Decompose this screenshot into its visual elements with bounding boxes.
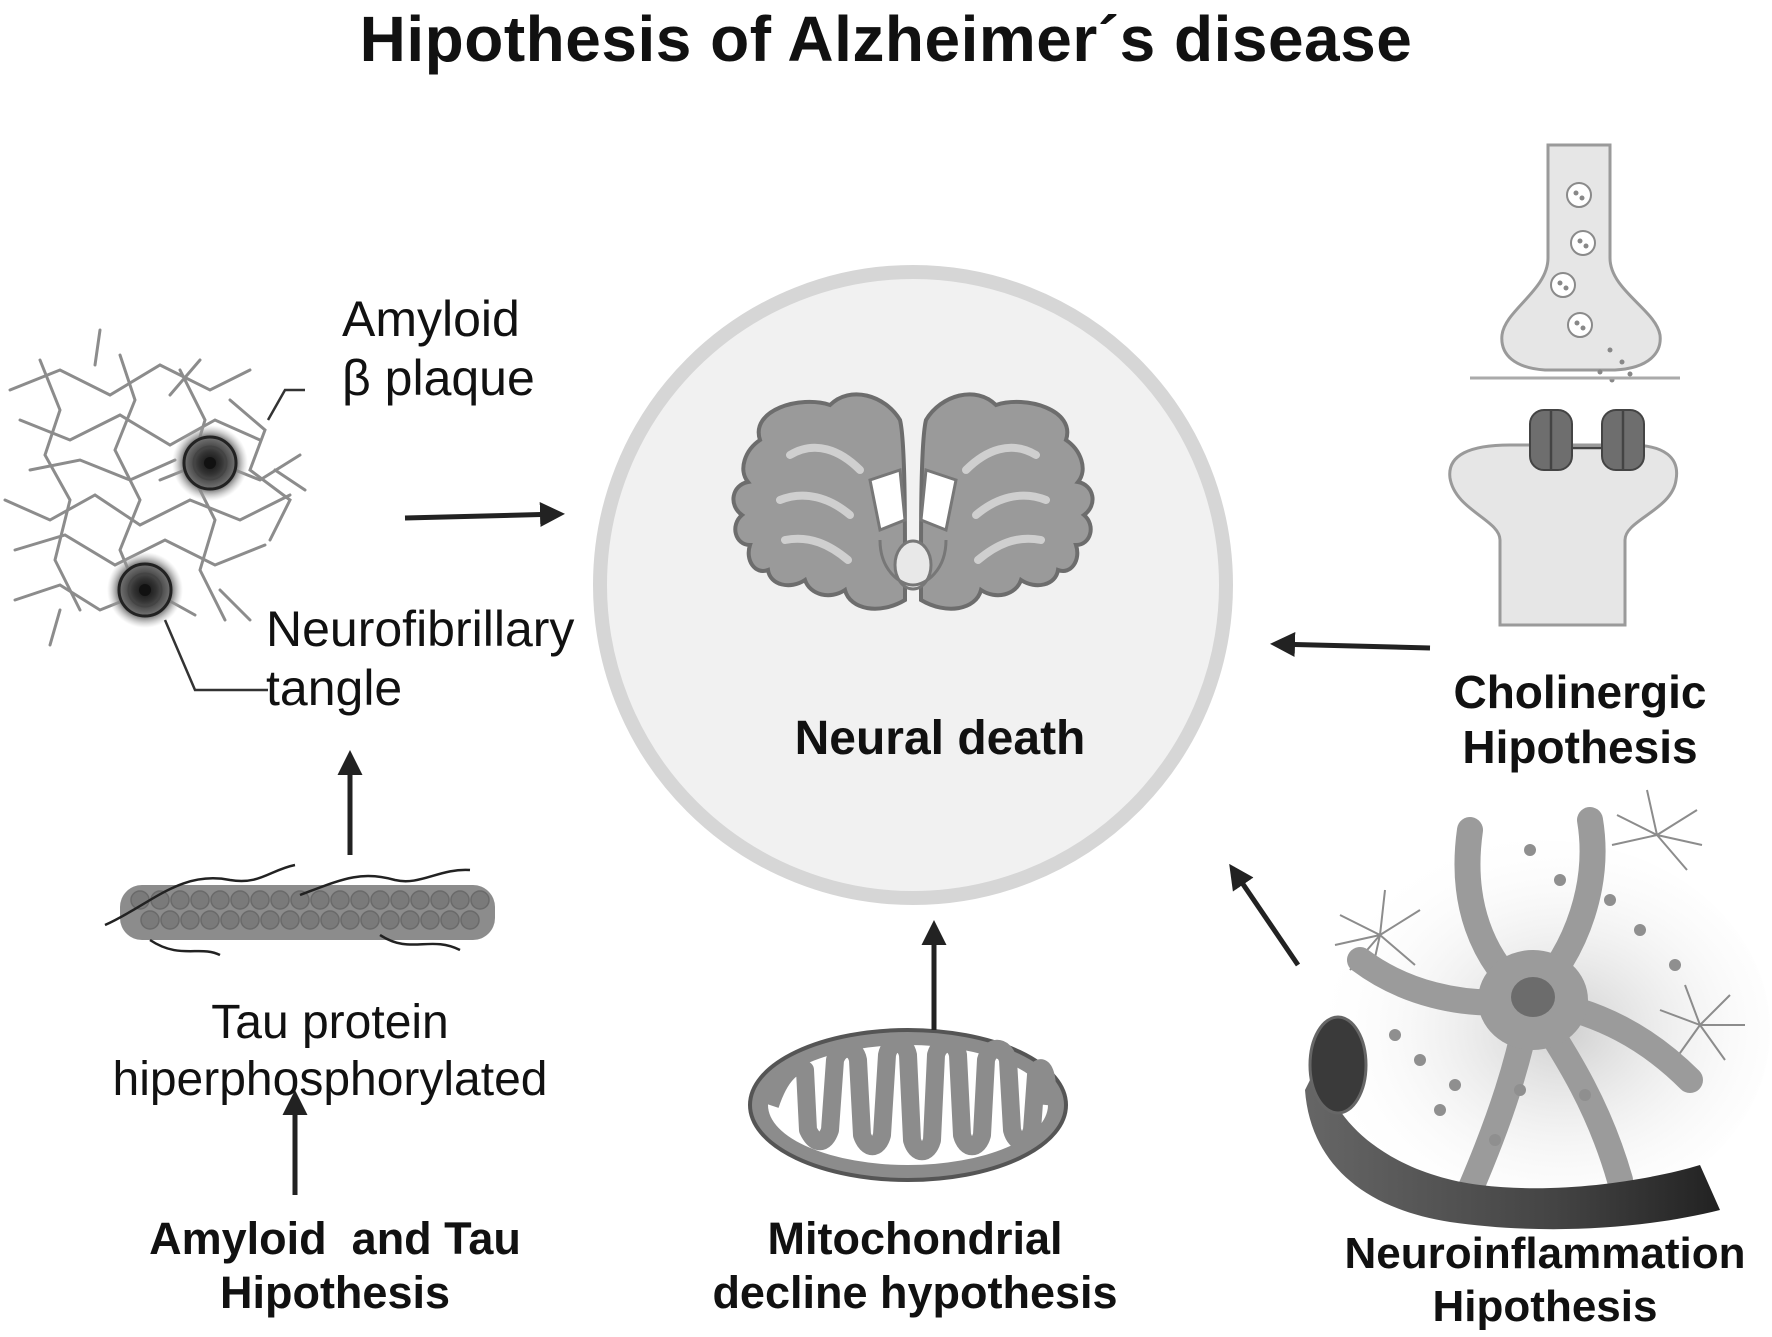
amyloid-plaque-label-line1: Amyloid: [342, 291, 520, 347]
neural-death-label: Neural death: [794, 712, 1086, 765]
tangle-label-line1: Neurofibrillary: [266, 601, 575, 657]
neuroinflammation-hypothesis-line2: Hipothesis: [1432, 1281, 1658, 1331]
neuroinflammation-hypothesis-line1: Neuroinflammation: [1344, 1229, 1746, 1278]
tau-label-line1: Tau protein: [211, 996, 449, 1049]
amyloid-tau-hypothesis-label: Amyloid and Tau Hipothesis: [100, 1212, 570, 1320]
amyloid-tau-hypothesis-line2: Hipothesis: [219, 1267, 451, 1318]
mitochondrion-icon: [748, 1028, 1068, 1182]
tau-filament-icon: [104, 863, 495, 957]
tau-label-line2: hiperphosphorylated: [112, 1052, 548, 1106]
tau-protein-label: Tau protein hiperphosphorylated: [60, 995, 600, 1108]
cholinergic-synapse-icon: [1448, 143, 1680, 627]
cholinergic-hypothesis-line1: Cholinergic: [1453, 666, 1707, 718]
brain-section-icon: [731, 392, 1095, 611]
flow-arrows: [282, 502, 1431, 1195]
neuroinflammation-neuron-icon: [1305, 789, 1770, 1230]
arrow-amyloid-to-center: [404, 502, 565, 528]
cholinergic-hypothesis-label: Cholinergic Hipothesis: [1400, 665, 1760, 775]
tangle-label-line2: tangle: [266, 660, 403, 716]
arrow-cholinergic-to-center: [1270, 632, 1431, 658]
amyloid-plaque-core-icon: [107, 425, 248, 628]
amyloid-plaque-label: Amyloid β plaque: [342, 290, 535, 408]
neurofibrillary-tangle-label: Neurofibrillary tangle: [266, 600, 574, 718]
amyloid-tau-hypothesis-line1: Amyloid and Tau: [149, 1213, 521, 1264]
neuroinflammation-hypothesis-label: Neuroinflammation Hipothesis: [1322, 1228, 1768, 1334]
label-leader-lines: [163, 388, 305, 692]
mitochondrial-hypothesis-line2: decline hypothesis: [712, 1267, 1118, 1318]
amyloid-plaque-label-line2: β plaque: [342, 350, 535, 406]
page-title: Hipothesis of Alzheimer´s disease: [359, 3, 1413, 75]
cholinergic-hypothesis-line2: Hipothesis: [1462, 721, 1698, 774]
mitochondrial-hypothesis-label: Mitochondrial decline hypothesis: [690, 1212, 1140, 1320]
mitochondrial-hypothesis-line1: Mitochondrial: [767, 1213, 1063, 1264]
arrow-neuroinflammation-to-center: [1229, 863, 1301, 967]
